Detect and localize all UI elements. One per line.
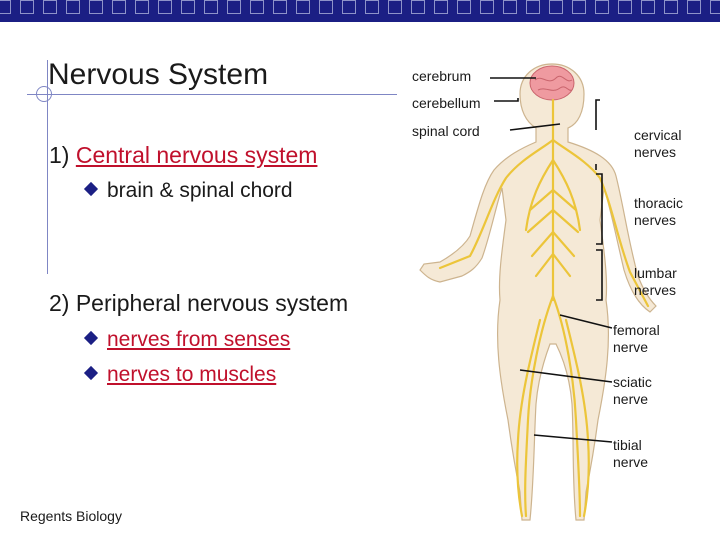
- banner-square: [112, 0, 126, 14]
- body-silhouette: [419, 63, 657, 521]
- title-guide-vertical: [47, 60, 48, 274]
- top-banner: [0, 0, 720, 22]
- banner-square: [135, 0, 149, 14]
- banner-square: [480, 0, 494, 14]
- banner-square: [457, 0, 471, 14]
- label-femoral-nerve: femoral nerve: [613, 322, 660, 356]
- slide-title: Nervous System: [48, 58, 269, 91]
- banner-square: [434, 0, 448, 14]
- banner-square: [641, 0, 655, 14]
- nerves-to-muscles-link[interactable]: nerves to muscles: [107, 363, 277, 386]
- bullet-item: nerves from senses: [83, 328, 291, 352]
- nerves-from-senses-link[interactable]: nerves from senses: [107, 328, 291, 351]
- label-cerebellum: cerebellum: [412, 95, 481, 111]
- bullet-item: brain & spinal chord: [83, 179, 293, 203]
- label-line: thoracic: [634, 195, 684, 211]
- label-line: nerves: [634, 282, 677, 298]
- label-cervical-nerves: cervical nerves: [634, 127, 681, 161]
- label-line: nerve: [613, 454, 649, 470]
- crosshair-icon: [36, 86, 52, 102]
- label-line: nerves: [634, 144, 677, 160]
- title-guide-horizontal: [27, 94, 397, 95]
- banner-square: [388, 0, 402, 14]
- nerve-network: [438, 98, 650, 518]
- banner-square: [66, 0, 80, 14]
- banner-square: [89, 0, 103, 14]
- banner-square: [20, 0, 34, 14]
- section-peripheral-heading: 2) Peripheral nervous system: [49, 290, 349, 316]
- banner-square: [319, 0, 333, 14]
- label-line: nerve: [613, 339, 649, 355]
- section-central-heading: 1) Central nervous system: [49, 142, 317, 169]
- banner-square: [618, 0, 632, 14]
- banner-square: [411, 0, 425, 14]
- bullet-text: brain & spinal chord: [107, 179, 293, 202]
- banner-square: [595, 0, 609, 14]
- label-line: lumbar: [634, 265, 677, 281]
- banner-square: [273, 0, 287, 14]
- label-line: nerve: [613, 391, 649, 407]
- banner-square: [664, 0, 678, 14]
- label-line: nerves: [634, 212, 677, 228]
- label-line: tibial: [613, 437, 642, 453]
- banner-square: [158, 0, 172, 14]
- bullet-item: nerves to muscles: [83, 363, 277, 387]
- label-thoracic-nerves: thoracic nerves: [634, 195, 683, 229]
- banner-square: [181, 0, 195, 14]
- label-line: sciatic: [613, 374, 652, 390]
- callout-lines: [490, 77, 613, 443]
- banner-square: [204, 0, 218, 14]
- banner-square: [549, 0, 563, 14]
- banner-square: [710, 0, 720, 14]
- banner-square: [342, 0, 356, 14]
- banner-square: [43, 0, 57, 14]
- banner-square: [0, 0, 11, 14]
- label-line: cervical: [634, 127, 682, 143]
- banner-square: [572, 0, 586, 14]
- label-line: femoral: [613, 322, 660, 338]
- banner-square: [687, 0, 701, 14]
- banner-square: [250, 0, 264, 14]
- banner-square: [365, 0, 379, 14]
- footer-text: Regents Biology: [20, 508, 122, 524]
- label-sciatic-nerve: sciatic nerve: [613, 374, 652, 408]
- banner-square: [296, 0, 310, 14]
- banner-square: [503, 0, 517, 14]
- label-lumbar-nerves: lumbar nerves: [634, 265, 677, 299]
- banner-square: [227, 0, 241, 14]
- label-cerebrum: cerebrum: [412, 68, 472, 84]
- label-tibial-nerve: tibial nerve: [613, 437, 648, 471]
- banner-square: [526, 0, 540, 14]
- label-spinal-cord: spinal cord: [412, 123, 480, 139]
- central-nervous-system-link[interactable]: Central nervous system: [75, 142, 318, 168]
- section-number: 1): [49, 142, 76, 168]
- brain: [529, 65, 575, 101]
